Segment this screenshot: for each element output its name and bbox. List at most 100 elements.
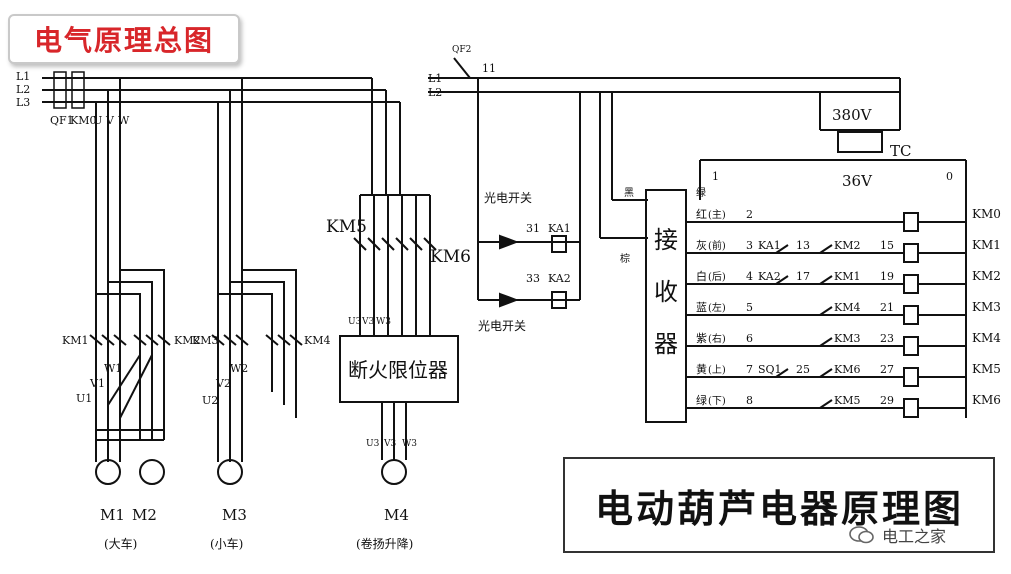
ctrl-l2: L2	[428, 86, 442, 99]
m1-u: U1	[76, 392, 92, 405]
row-direction: (后)	[708, 271, 726, 283]
m1-m2-feeders	[89, 78, 171, 462]
receiver-char: 接	[654, 226, 678, 254]
interlock-contact	[819, 244, 833, 254]
km6-label: KM6	[430, 247, 471, 267]
m4-feeders	[339, 194, 459, 460]
coil-symbol	[903, 212, 919, 232]
relay2-coil: KA2	[548, 272, 571, 285]
row-coil-label: KM3	[972, 300, 1001, 314]
motor-symbols	[95, 459, 407, 485]
m3-w: W2	[230, 362, 248, 375]
motor-m1-label: M1	[100, 506, 125, 524]
phase-v: V	[105, 114, 115, 127]
coil-symbol	[903, 367, 919, 387]
phase-w: W	[118, 114, 130, 127]
row-direction: (上)	[708, 364, 726, 376]
line-label-l2: L2	[16, 83, 30, 96]
row-coil-label: KM6	[972, 393, 1001, 407]
km2-label: KM2	[174, 334, 200, 347]
row-interlock: KM2	[834, 239, 860, 252]
row-wire: 8	[746, 394, 753, 407]
tc-node-1: 1	[712, 170, 719, 183]
relay-contact	[775, 368, 789, 378]
row-mid-wire: 25	[796, 363, 810, 376]
km4-label: KM4	[304, 334, 330, 347]
row-color: 蓝	[696, 301, 707, 314]
relay1-wire: 31	[526, 222, 540, 235]
photo-switch-top: 光电开关	[484, 191, 532, 205]
schematic-labels: L1 L2 L3 QF1 KM0 U V W KM1 KM2 KM3 KM4 K…	[16, 45, 953, 551]
row-coil-label: KM5	[972, 362, 1001, 376]
row-interlock: KM1	[834, 270, 860, 283]
m4-top-w: W3	[376, 317, 391, 327]
row-direction: (右)	[708, 332, 726, 345]
coil-symbol	[903, 336, 919, 356]
row-wire: 6	[746, 332, 753, 345]
motor-m3-label: M3	[222, 506, 247, 524]
m3-u: U2	[202, 394, 218, 407]
row-color: 红	[696, 208, 707, 221]
row-out-wire: 21	[880, 301, 894, 314]
row-direction: (左)	[708, 301, 726, 314]
row-interlock: KM5	[834, 394, 860, 407]
coil-symbol	[903, 243, 919, 263]
row-relay: KA2	[758, 270, 781, 283]
ctrl-l1: L1	[428, 72, 442, 85]
tc-primary: 380V	[832, 106, 873, 124]
interlock-contact	[819, 275, 833, 285]
m1-v: V1	[89, 377, 105, 390]
line-label-l1: L1	[16, 70, 30, 83]
m1-w: W1	[104, 362, 122, 375]
tc-secondary: 36V	[842, 172, 873, 190]
interlock-contact	[819, 306, 833, 316]
transformer	[699, 78, 967, 418]
row-color: 紫	[696, 332, 707, 345]
wechat-icon	[849, 526, 874, 544]
row-wire: 4	[746, 270, 753, 283]
row-wire: 3	[746, 239, 753, 252]
limit-block-label: 断火限位器	[348, 358, 448, 382]
main-contactor-label: KM0	[70, 114, 96, 127]
row-direction: (主)	[708, 209, 726, 221]
interlock-contact	[819, 337, 833, 347]
interlock-contact	[819, 368, 833, 378]
row-color: 黄	[696, 362, 707, 376]
row-out-wire: 15	[880, 239, 894, 252]
row-interlock: KM3	[834, 332, 860, 345]
control-supply	[428, 57, 900, 309]
row-coil-label: KM1	[972, 238, 1001, 252]
coil-symbol	[903, 305, 919, 325]
row-interlock: KM6	[834, 363, 860, 376]
coil-symbol	[903, 398, 919, 418]
coil-symbol	[903, 274, 919, 294]
m4-caption: (卷扬升降)	[356, 536, 413, 551]
watermark: 电工之家	[848, 523, 946, 547]
relay-contact	[775, 244, 789, 254]
wire-black: 黑	[624, 187, 634, 199]
m12-caption: (大车)	[104, 536, 137, 551]
page-title: 电气原理总图	[33, 24, 214, 57]
m3-feeders	[211, 78, 303, 462]
row-color: 灰	[696, 238, 707, 252]
row-out-wire: 29	[880, 394, 894, 407]
row-coil-label: KM4	[972, 331, 1001, 345]
receiver-box	[645, 189, 687, 423]
receiver-char: 器	[654, 330, 678, 358]
row-direction: (前)	[708, 239, 726, 252]
row-mid-wire: 13	[796, 239, 810, 252]
relay1-coil: KA1	[548, 222, 571, 235]
m3-v: V2	[215, 377, 231, 390]
row-wire: 2	[746, 208, 753, 221]
row-wire: 7	[746, 363, 753, 376]
relay2-wire: 33	[526, 272, 540, 285]
caption-box: 电动葫芦电器原理图	[563, 457, 995, 553]
diagram-caption: 电动葫芦电器原理图	[595, 485, 965, 531]
